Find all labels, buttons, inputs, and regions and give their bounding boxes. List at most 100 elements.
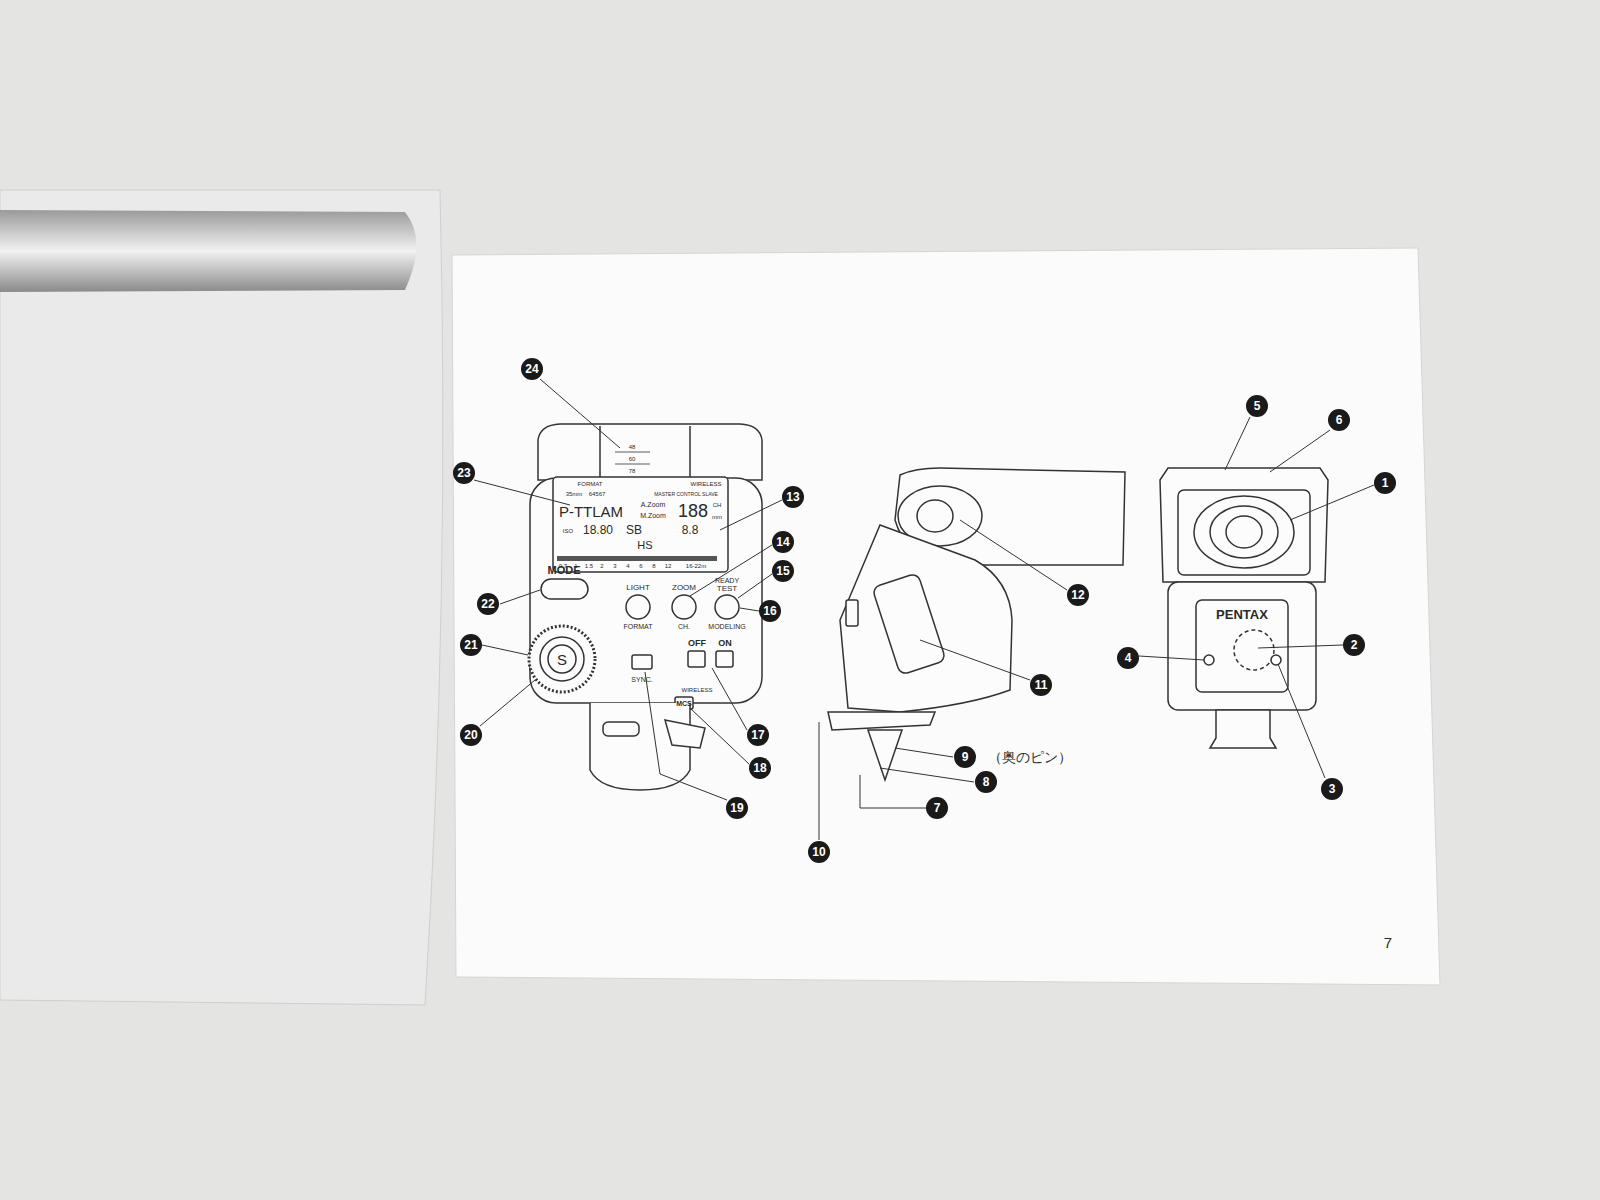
drawing-path — [1210, 710, 1276, 748]
drawing-circle — [548, 645, 576, 673]
drawing-ellipse — [1226, 516, 1262, 548]
part-label: FORMAT — [578, 481, 603, 487]
callout-number: 4 — [1117, 647, 1139, 669]
part-label: LIGHT — [626, 584, 650, 592]
drawing-path — [895, 748, 953, 757]
drawing-path — [819, 722, 820, 840]
callout-number: 7 — [926, 797, 948, 819]
part-label: （奥のピン） — [988, 750, 1072, 764]
drawing-rect — [541, 579, 588, 599]
drawing-path — [665, 720, 705, 748]
rear-view-flash — [529, 424, 762, 790]
drawing-rect — [557, 556, 717, 561]
drawing-path — [738, 574, 772, 598]
drawing-path — [690, 708, 749, 764]
paper-pages — [0, 190, 1440, 1005]
drawing-rect — [1168, 582, 1316, 710]
part-label: FORMAT — [623, 623, 652, 630]
part-label: CH — [713, 502, 722, 508]
callout-number: 18 — [749, 757, 771, 779]
callout-number: 17 — [747, 724, 769, 746]
callout-number: 24 — [521, 358, 543, 380]
callout-number: 8 — [975, 771, 997, 793]
part-label: 78 — [629, 468, 636, 474]
leader-lines — [474, 379, 1374, 840]
part-label: 7 — [1384, 935, 1392, 950]
drawing-path — [1290, 485, 1374, 520]
drawing-path — [720, 500, 782, 530]
callout-number: 14 — [772, 531, 794, 553]
drawing-path — [452, 248, 1440, 985]
part-label: MODELING — [708, 623, 745, 630]
drawing-rect — [1196, 600, 1288, 692]
part-label: 35mm — [566, 491, 583, 497]
drawing-line — [689, 426, 691, 478]
callout-number: 22 — [477, 593, 499, 615]
drawing-rect — [553, 477, 728, 572]
part-label: 3 — [613, 563, 616, 569]
part-label: 48 — [629, 444, 636, 450]
part-label: 0.7 — [559, 563, 567, 569]
drawing-circle — [672, 595, 696, 619]
drawing-path — [860, 775, 926, 808]
drawing-ellipse — [1210, 506, 1278, 558]
part-label: 18.80 — [583, 524, 613, 536]
front-view-flash — [1160, 468, 1328, 748]
part-label: 64567 — [589, 491, 606, 497]
callout-number: 1 — [1374, 472, 1396, 494]
part-label: 1 — [574, 563, 577, 569]
drawing-rect — [716, 651, 733, 667]
callout-number: 15 — [772, 560, 794, 582]
part-label: 16-22m — [686, 563, 706, 569]
drawing-path — [538, 424, 762, 480]
part-label: WIRELESS — [690, 481, 721, 487]
part-label: MASTER CONTROL SLAVE — [654, 492, 718, 497]
drawing-path — [828, 712, 935, 730]
part-label: 6 — [639, 563, 642, 569]
callout-number: 3 — [1321, 778, 1343, 800]
drawing-path — [1258, 645, 1343, 648]
drawing-path — [840, 525, 1012, 712]
part-label: 12 — [665, 563, 672, 569]
callout-number: 16 — [759, 600, 781, 622]
part-label: ZOOM — [672, 584, 696, 592]
drawing-path — [690, 545, 772, 596]
part-label: 1.5 — [585, 563, 593, 569]
drawing-rect — [632, 655, 652, 669]
drawing-circle — [1271, 655, 1281, 665]
drawing-path — [712, 668, 747, 730]
part-label: mm — [712, 514, 722, 520]
callout-number: 23 — [453, 462, 475, 484]
drawing-path — [740, 608, 759, 611]
drawing-path — [0, 190, 443, 1005]
callout-number: 20 — [460, 724, 482, 746]
callout-number: 19 — [726, 797, 748, 819]
part-label: CH. — [678, 623, 690, 630]
drawing-rect — [872, 573, 946, 675]
side-view-flash — [828, 468, 1125, 780]
drawing-line — [615, 452, 650, 453]
drawing-path — [960, 520, 1067, 590]
drawing-path — [1225, 417, 1250, 470]
part-label: 8.8 — [682, 524, 699, 536]
drawing-path — [540, 379, 620, 448]
callout-number: 12 — [1067, 584, 1089, 606]
drawing-ellipse — [917, 500, 953, 532]
callout-number: 11 — [1030, 674, 1052, 696]
drawing-circle — [1204, 655, 1214, 665]
drawing-rect — [530, 478, 762, 703]
part-label: S — [557, 652, 567, 667]
part-label: 2 — [600, 563, 603, 569]
drawing-rect — [688, 651, 705, 667]
drawing-path — [920, 640, 1030, 680]
drawing-path — [590, 703, 690, 790]
drawing-circle — [540, 637, 584, 681]
drawing-path — [480, 680, 535, 726]
part-label: ON — [718, 639, 732, 648]
part-label: TEST — [717, 585, 737, 593]
part-label: READY — [715, 577, 739, 584]
drawing-path — [482, 645, 528, 655]
drawing-circle — [529, 626, 595, 692]
